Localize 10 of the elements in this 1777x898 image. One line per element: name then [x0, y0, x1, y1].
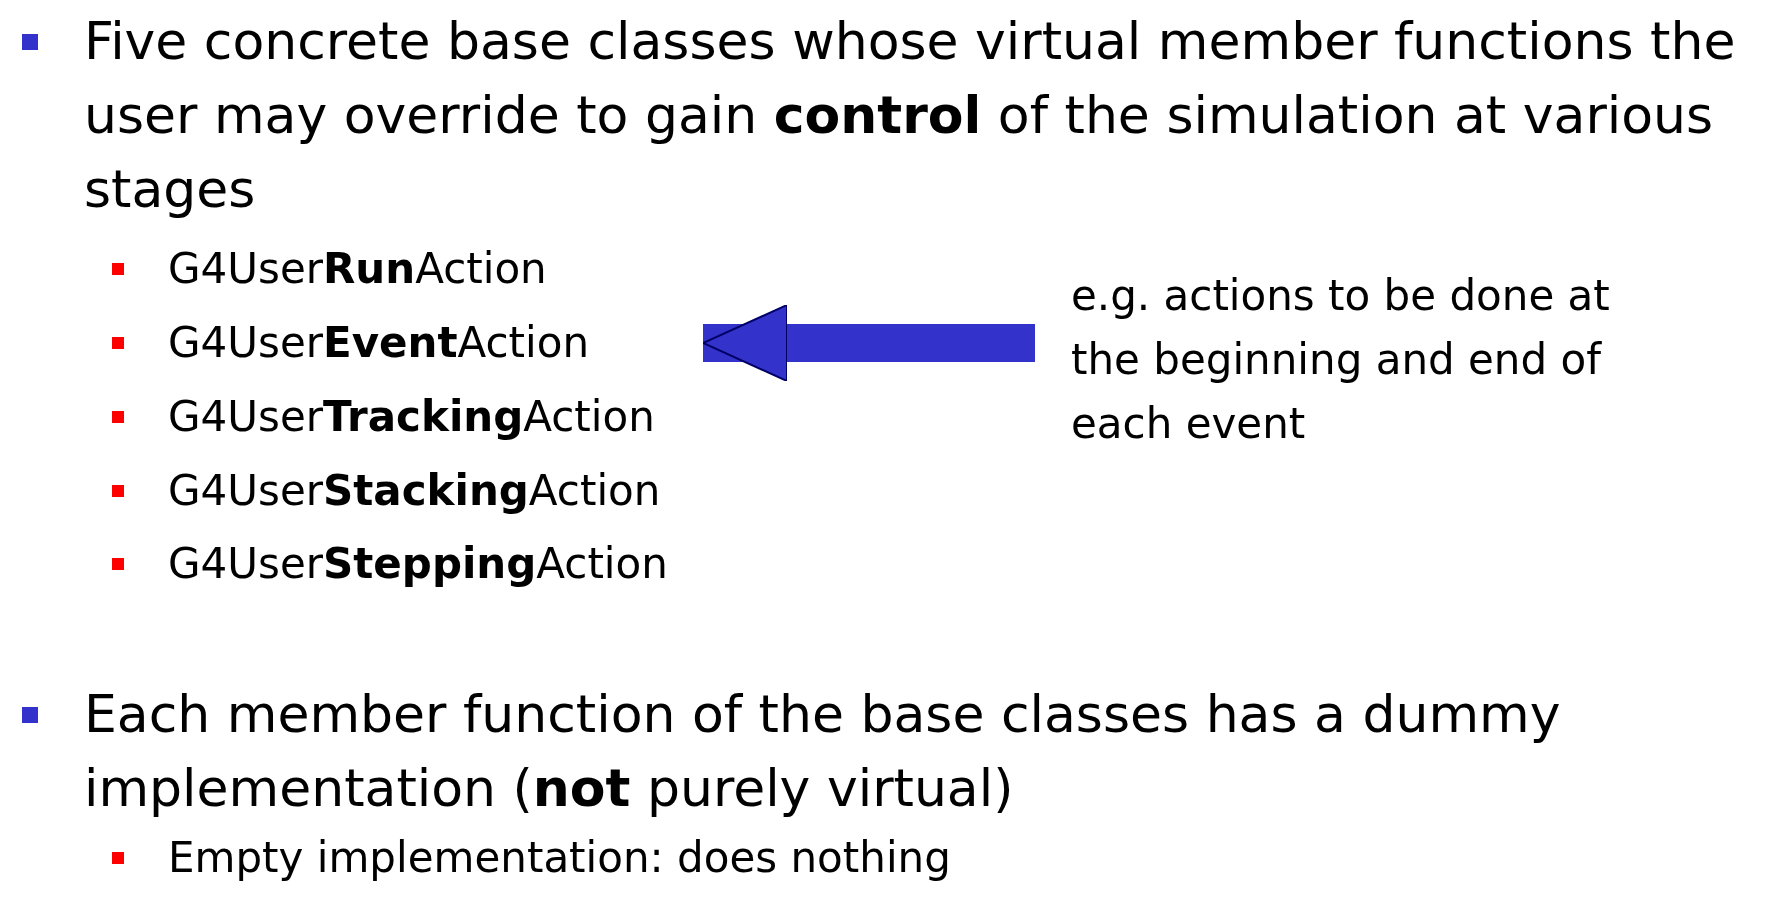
bullet-text: Five concrete base classes whose virtual member functions the user may override to gain control of the simulation at various stages [84, 10, 1737, 221]
class-name: G4UserTrackingAction [168, 391, 655, 443]
class-name: G4UserSteppingAction [168, 538, 668, 590]
block-arrow [702, 304, 1035, 382]
class-name: G4UserEventAction [168, 317, 703, 369]
class-name: G4UserRunAction [168, 243, 547, 295]
class-name: Empty implementation: does nothing [168, 832, 951, 884]
class-name: G4UserStackingAction [168, 465, 661, 517]
note-text: e.g. actions to be done at the beginning and end of each event [1035, 264, 1675, 456]
bullet-text: Each member function of the base classes has a dummy implementation (not purely virtual) [84, 683, 1562, 820]
